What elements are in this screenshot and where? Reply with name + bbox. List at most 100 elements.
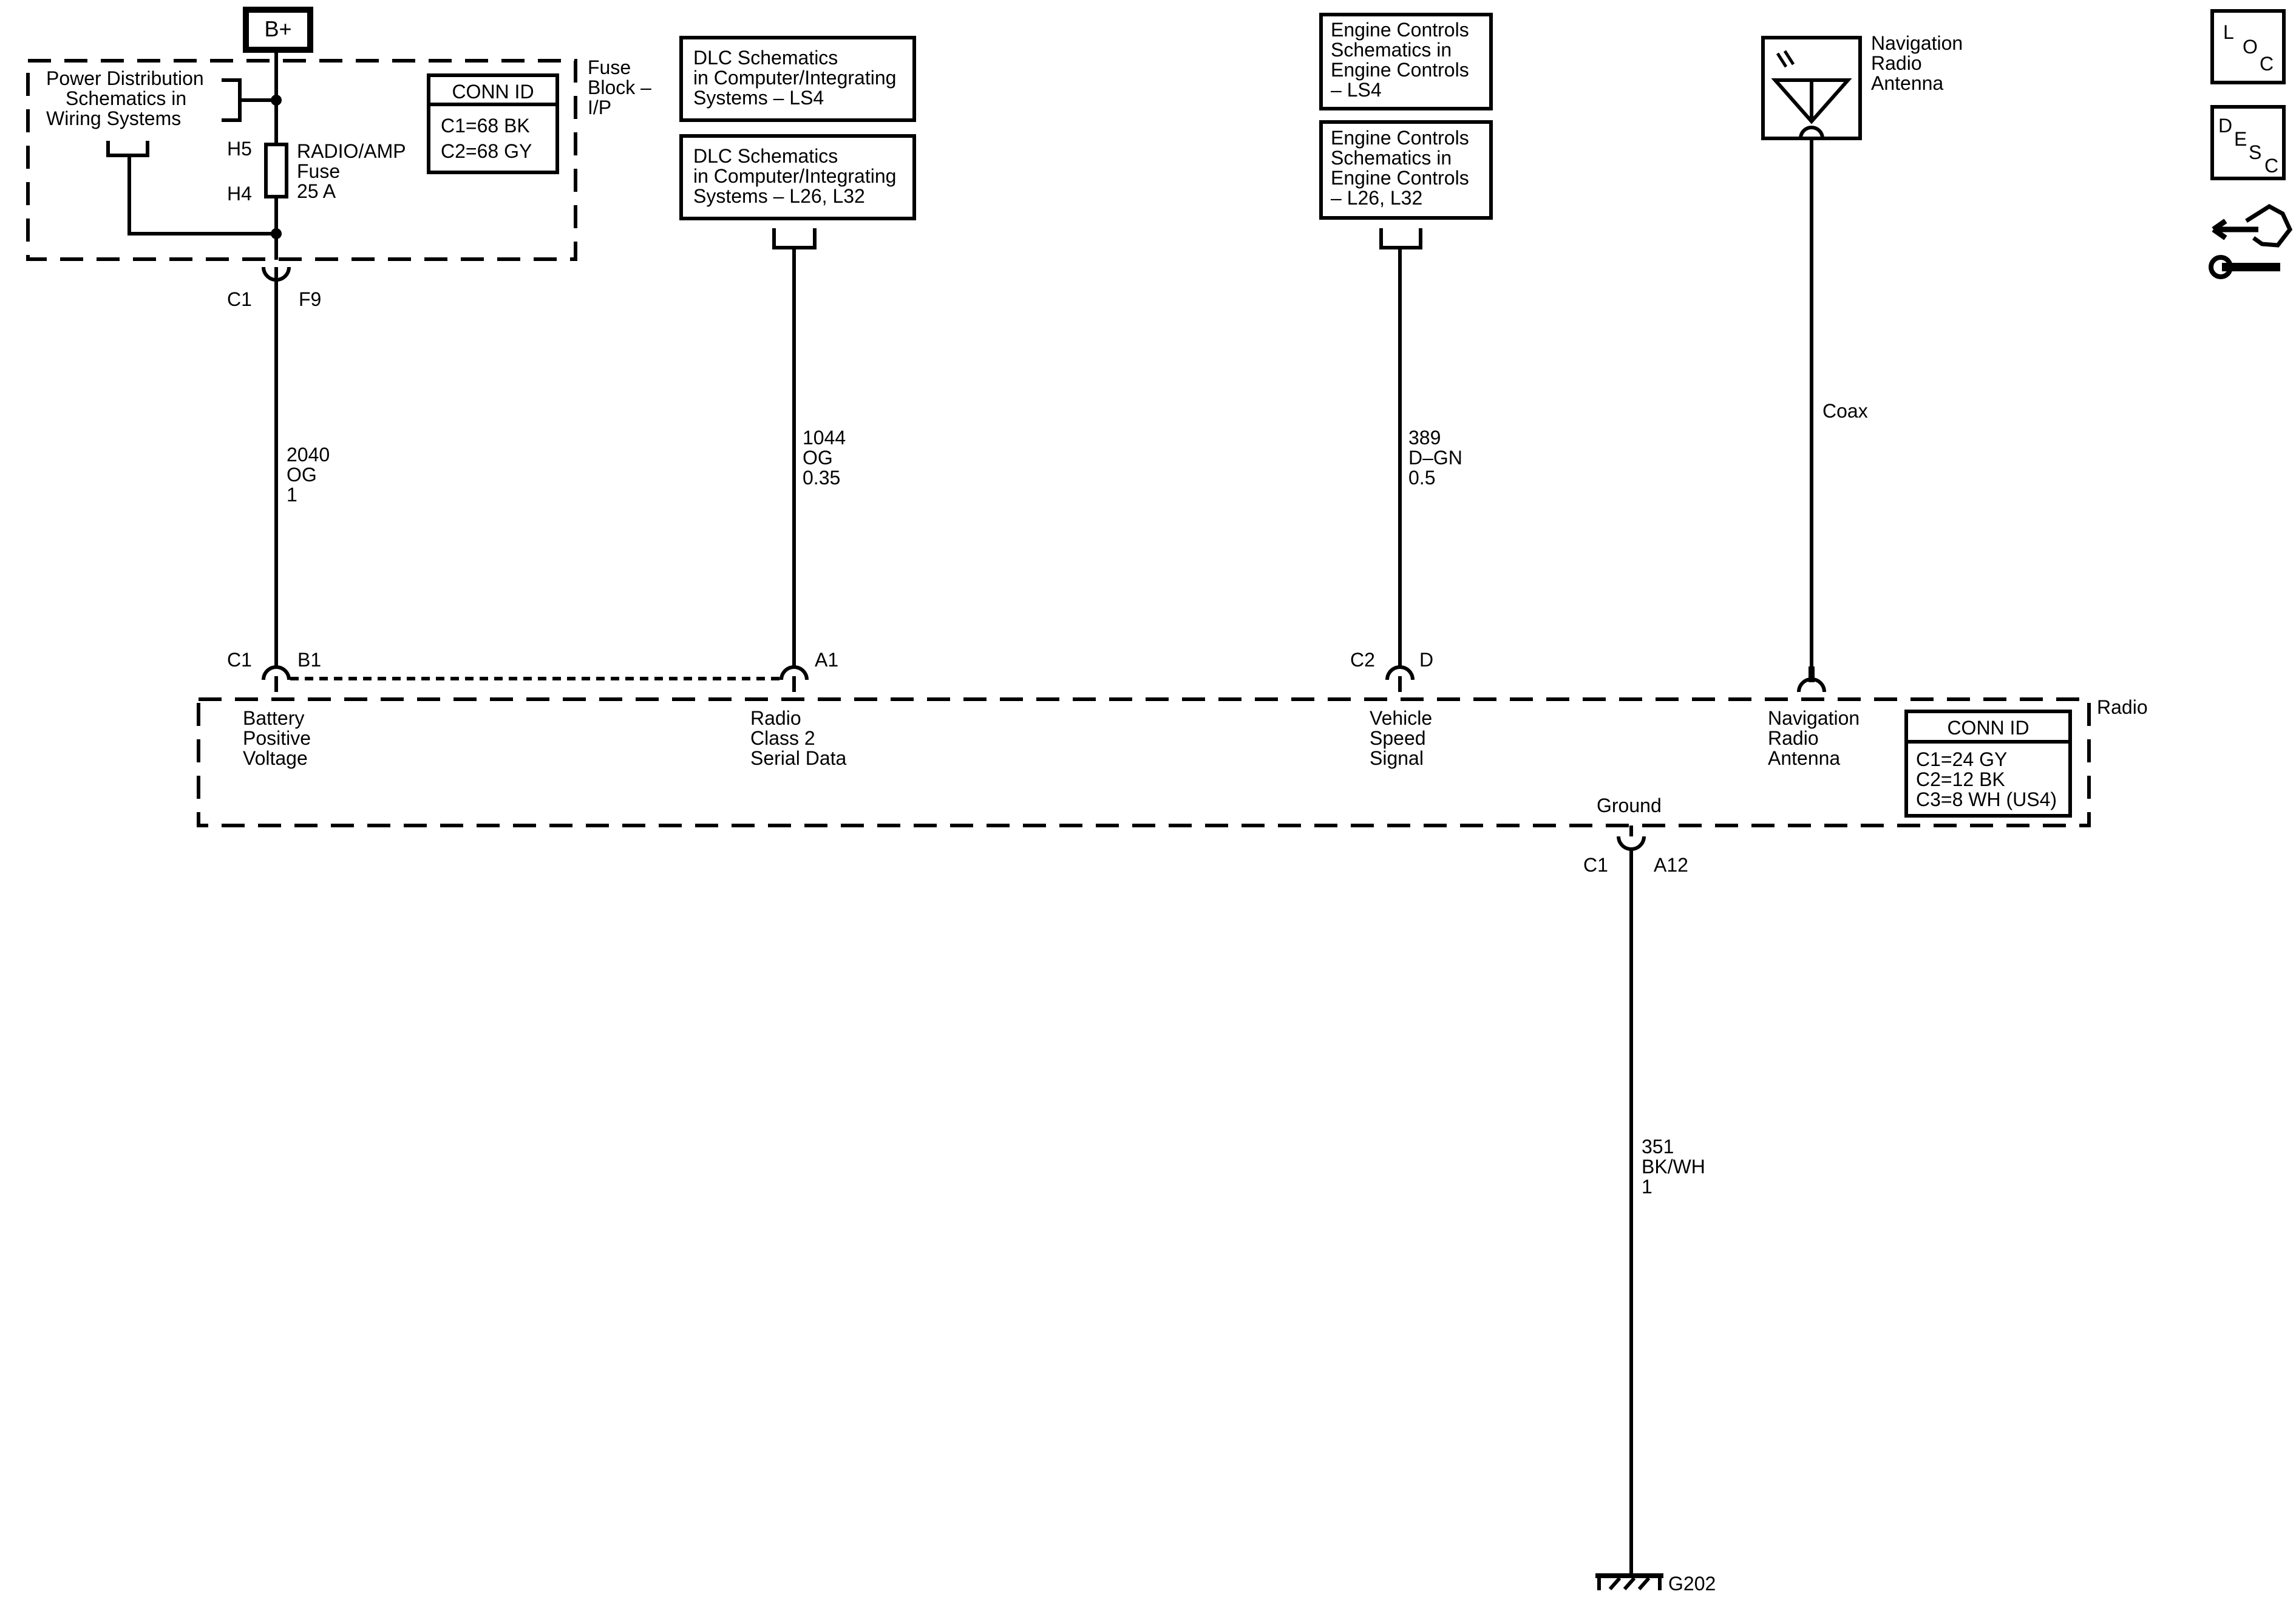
radio-pin-label: Vehicle (1370, 707, 1432, 729)
engine-l26-ref: Engine Controls (1331, 127, 1469, 149)
loc-letter: C (2260, 53, 2274, 75)
wire-2040-label: 1 (287, 484, 297, 506)
radio-conn-id-line: C2=12 BK (1916, 768, 2005, 790)
pin-label: D (1419, 649, 1433, 671)
radio-pin-label: Navigation (1768, 707, 1860, 729)
junction-dot (271, 95, 282, 106)
radio-pin-label: Signal (1370, 747, 1424, 769)
loc-letter: O (2243, 36, 2258, 58)
wire-1044-label: 1044 (803, 427, 846, 449)
connector-label: C1 (1583, 854, 1608, 876)
connector-c1-b1 (262, 665, 291, 680)
battery-terminal (243, 7, 313, 61)
fuse-conn-id-line: C1=68 BK (441, 115, 530, 137)
radio-conn-id-title: CONN ID (1947, 717, 2029, 739)
fuse-label: Fuse (297, 160, 340, 182)
wire-2040-label: 2040 (287, 444, 330, 466)
radio-pin-label: Radio (750, 707, 801, 729)
engine-ls4-ref: Engine Controls (1331, 19, 1469, 41)
fuse-block-labels: Fuse Block – I/P Power Distribution Sche… (46, 56, 651, 310)
engine-l26-ref: – L26, L32 (1331, 187, 1422, 209)
connector-label: C2 (1350, 649, 1375, 671)
dlc-l26-ref: Systems – L26, L32 (693, 185, 865, 207)
wire-1044-label: OG (803, 447, 833, 469)
radio-pin-label: Battery (243, 707, 304, 729)
fuse-conn-id-title: CONN ID (452, 81, 534, 103)
desc-letter: C (2264, 155, 2278, 177)
fuse-pin-h5: H5 (227, 138, 252, 160)
ground-pin-label: Ground (1597, 795, 1662, 816)
fuse-conn-id-line: C2=68 GY (441, 140, 532, 162)
engine-ls4-ref: Engine Controls (1331, 59, 1469, 81)
loc-icon[interactable] (2210, 9, 2286, 84)
dlc-l26-box (679, 134, 916, 220)
reference-labels: DLC Schematics in Computer/Integrating S… (693, 19, 1963, 422)
desc-letter: S (2249, 141, 2261, 163)
wire-389-label: 389 (1408, 427, 1441, 449)
radio-name: Radio (2097, 696, 2148, 718)
loc-letter: L (2223, 21, 2234, 43)
dlc-bracket (772, 228, 817, 249)
wire-351-label: BK/WH (1642, 1156, 1705, 1178)
radio-pin-label: Speed (1370, 727, 1426, 749)
fuse-block-box (26, 59, 577, 261)
nav-antenna-label: Navigation (1871, 32, 1963, 54)
pin-label: A12 (1654, 854, 1688, 876)
engine-bracket (1379, 228, 1422, 249)
radio-pin-label: Positive (243, 727, 311, 749)
coax-label: Coax (1822, 400, 1868, 422)
radio-conn-id-line: C1=24 GY (1916, 748, 2007, 770)
fuse-block-name: Block – (588, 76, 651, 98)
wire-labels: 2040 OG 1 1044 OG 0.35 389 D–GN 0.5 351 … (287, 427, 1705, 1198)
wrench-connector-icon[interactable] (2209, 203, 2293, 279)
radio-pin-label: Voltage (243, 747, 308, 769)
power-distribution-bracket (106, 78, 276, 236)
fuse-block-name: Fuse (588, 56, 631, 78)
radio-pin-label: Class 2 (750, 727, 815, 749)
power-dist-ref: Power Distribution (46, 67, 204, 89)
ground-label: G202 (1668, 1573, 1716, 1595)
connector-c1-a12 (1617, 836, 1646, 851)
radio-conn-id-box (1904, 710, 2072, 818)
wire-389-label: D–GN (1408, 447, 1462, 469)
engine-ls4-ref: – LS4 (1331, 79, 1382, 101)
engine-l26-box (1319, 120, 1493, 220)
dlc-ls4-ref: DLC Schematics (693, 47, 838, 69)
dlc-ls4-ref: Systems – LS4 (693, 87, 824, 109)
junction-dot (271, 228, 282, 239)
connector-label: C1 (227, 649, 252, 671)
nav-antenna-label: Radio (1871, 52, 1922, 74)
battery-label: B+ (264, 16, 291, 41)
wire-2040-label: OG (287, 464, 317, 486)
pin-label: B1 (297, 649, 321, 671)
dlc-ls4-ref: in Computer/Integrating (693, 67, 896, 89)
radio-pin-label: Antenna (1768, 747, 1840, 769)
fuse-label: 25 A (297, 180, 336, 202)
connector-c2-d (1385, 665, 1415, 680)
desc-letter: D (2218, 115, 2232, 137)
radio-pin-label: Serial Data (750, 747, 847, 769)
engine-l26-ref: Engine Controls (1331, 167, 1469, 189)
wire-1044-label: 0.35 (803, 467, 840, 489)
pin-label: F9 (299, 288, 321, 310)
power-dist-ref: Schematics in (66, 87, 186, 109)
radio-amp-fuse (264, 143, 288, 198)
desc-icon[interactable] (2210, 105, 2286, 180)
dlc-ls4-box (679, 36, 916, 122)
fuse-conn-id-box (427, 73, 559, 174)
side-icon-letters: L O C D E S C (2218, 21, 2278, 177)
nav-antenna-label: Antenna (1871, 72, 1943, 94)
wire-389-label: 0.5 (1408, 467, 1435, 489)
radio-conn-id-line: C3=8 WH (US4) (1916, 788, 2057, 810)
dlc-l26-ref: DLC Schematics (693, 145, 838, 167)
wire-351-label: 351 (1642, 1136, 1674, 1158)
fuse-label: RADIO/AMP (297, 140, 406, 162)
connector-label: C1 (227, 288, 252, 310)
connector-nav (1797, 677, 1826, 693)
pin-label: A1 (815, 649, 838, 671)
connector-a1 (779, 665, 809, 680)
radio-labels: C1 B1 A1 C2 D Battery Positive Voltage R… (227, 649, 2148, 1595)
engine-ls4-ref: Schematics in (1331, 39, 1452, 61)
fuse-pin-h4: H4 (227, 183, 252, 205)
